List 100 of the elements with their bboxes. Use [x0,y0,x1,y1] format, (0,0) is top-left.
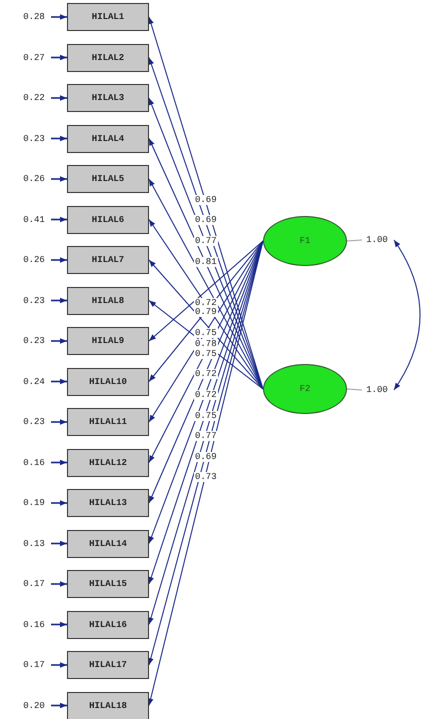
observed-variable-box [67,368,149,396]
error-variance-value: 0.17 [17,579,51,589]
observed-variable-box [67,448,149,476]
error-variance-value: 0.23 [17,296,51,306]
error-variance-value: 0.23 [17,134,51,144]
error-variance-value: 0.24 [17,376,51,386]
observed-variable-box [67,206,149,234]
error-variance-value: 0.19 [17,498,51,508]
factor-variance-value: 1.00 [362,235,392,245]
error-arrow [51,338,67,344]
observed-variable-box [67,327,149,355]
observed-variable-box [67,610,149,638]
observed-variable-box [67,408,149,436]
variance-line [346,240,362,242]
variable-name: HILAL5 [92,174,124,184]
error-variance-value: 0.16 [17,620,51,630]
edge-label: 0.79 [194,307,218,318]
error-arrow [51,540,67,546]
error-arrow [51,54,67,60]
variable-name: HILAL18 [89,700,127,710]
observed-variable-box [67,692,149,719]
variable-name: HILAL10 [89,376,127,386]
variable-name: HILAL4 [92,134,124,144]
edge-label: 0.69 [194,215,218,226]
variable-name: HILAL17 [89,660,127,670]
error-arrow [51,298,67,304]
edge-label: 0.75 [194,410,218,420]
covariance-arrow [394,240,420,390]
observed-variable-box [67,246,149,274]
error-arrow [51,14,67,20]
error-arrow [51,500,67,506]
loading-arrow [148,178,264,390]
error-variance-value: 0.13 [17,538,51,548]
error-arrow [51,176,67,182]
variance-line [346,388,362,390]
edge-label: 0.78 [194,338,218,349]
edge-label: 0.69 [194,194,218,205]
variable-name: HILAL12 [89,458,127,468]
observed-variable-box [67,124,149,152]
loading-arrow [148,240,264,382]
error-arrow [51,95,67,101]
edge-label: 0.77 [194,431,218,442]
observed-variable-box [67,286,149,314]
variable-name: HILAL15 [89,579,127,589]
edge-label: 0.81 [194,256,218,267]
error-variance-value: 0.17 [17,660,51,670]
error-arrow [51,581,67,587]
error-variance-value: 0.41 [17,214,51,224]
edge-label: 0.72 [194,369,218,380]
error-variance-value: 0.26 [17,255,51,265]
observed-variable-box [67,651,149,679]
edge-label: 0.72 [194,298,218,308]
variable-name: HILAL13 [89,498,127,508]
variable-name: HILAL16 [89,620,127,630]
error-arrow [51,257,67,263]
edge-label: 0.75 [194,328,218,338]
error-variance-value: 0.23 [17,417,51,427]
variable-name: HILAL6 [92,214,124,224]
observed-variable-box [67,84,149,112]
variable-name: HILAL3 [92,93,124,103]
error-variance-value: 0.22 [17,93,51,103]
observed-variable-box [67,165,149,193]
factor-name: F1 [300,236,310,246]
observed-variable-box [67,570,149,598]
error-arrow [51,662,67,668]
observed-variable-box [67,44,149,72]
error-variance-value: 0.23 [17,336,51,346]
edge-label: 0.77 [194,236,218,246]
error-variance-value: 0.28 [17,12,51,22]
edge-label: 0.75 [194,348,218,359]
observed-variable-box [67,530,149,558]
factor-name: F2 [300,384,310,394]
error-arrow [51,419,67,425]
loading-arrow [148,240,264,342]
loading-arrow [148,260,264,390]
edge-label: 0.73 [194,472,218,482]
variable-name: HILAL11 [89,417,127,427]
variable-name: HILAL9 [92,336,124,346]
variable-name: HILAL1 [92,12,124,22]
error-variance-value: 0.16 [17,458,51,468]
error-arrow [51,136,67,142]
error-arrow [51,216,67,222]
variable-name: HILAL2 [92,52,124,62]
error-arrow [51,378,67,384]
factor-variance-value: 1.00 [362,385,392,395]
observed-variable-box [67,489,149,517]
error-variance-value: 0.20 [17,700,51,710]
variable-name: HILAL7 [92,255,124,265]
error-variance-value: 0.27 [17,52,51,62]
error-arrow [51,622,67,628]
edge-label: 0.69 [194,452,218,462]
variable-name: HILAL8 [92,296,124,306]
error-variance-value: 0.26 [17,174,51,184]
variable-name: HILAL14 [89,538,127,548]
loading-arrow [148,300,264,390]
latent-factor-ellipse [263,216,347,266]
observed-variable-box [67,3,149,31]
error-arrow [51,702,67,708]
error-arrow [51,460,67,466]
edge-label: 0.72 [194,390,218,400]
